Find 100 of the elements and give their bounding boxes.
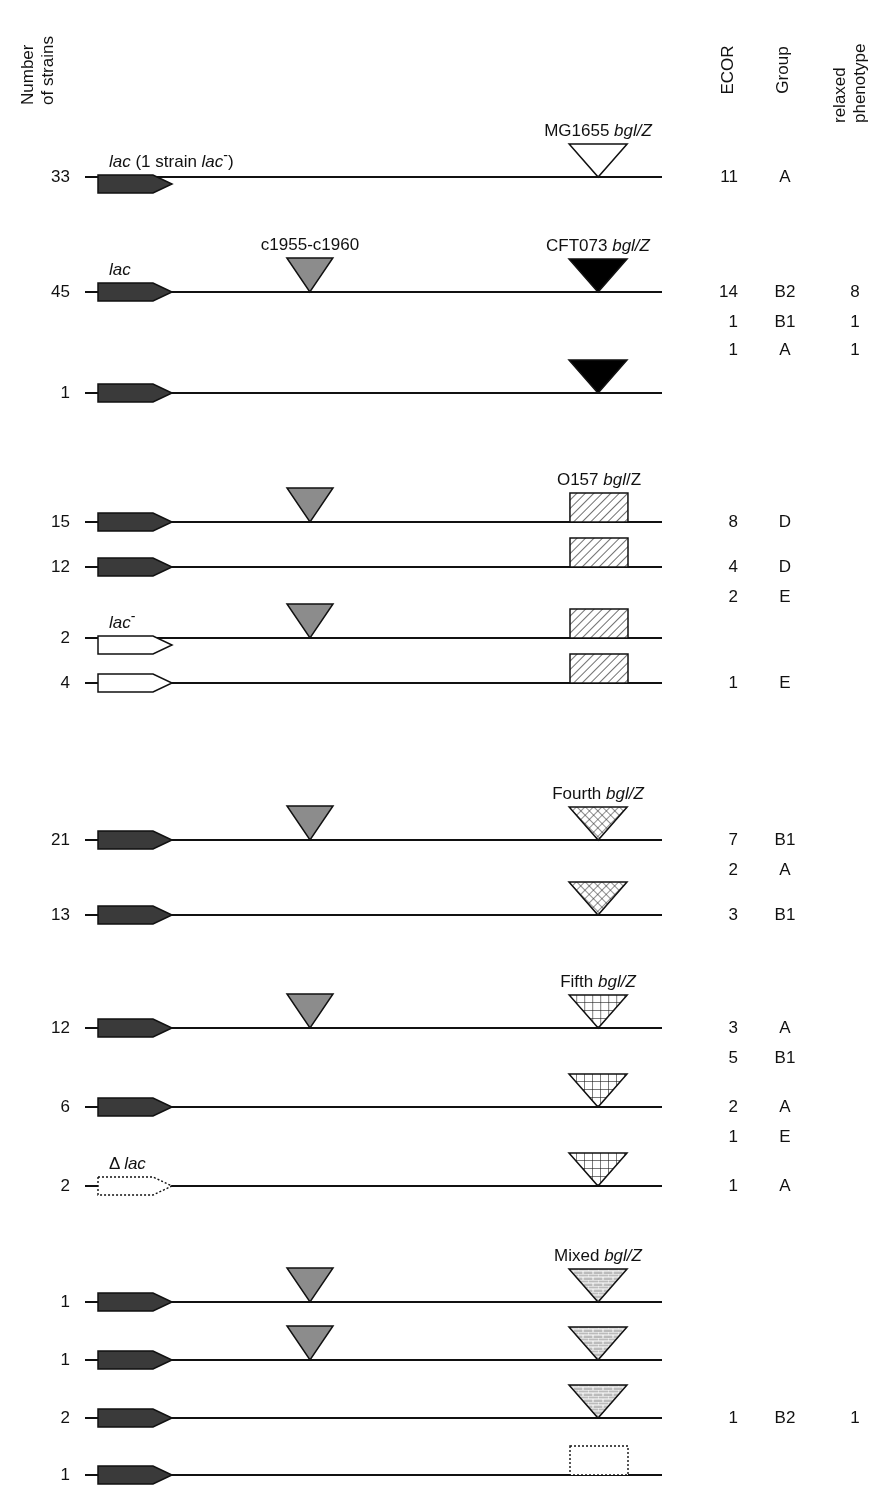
gene-symbol xyxy=(97,383,173,403)
gene-box xyxy=(569,537,629,568)
insertion-triangle xyxy=(552,784,644,841)
insertion-triangle xyxy=(544,121,652,178)
group-label: B1 xyxy=(774,1048,796,1068)
gene-box xyxy=(569,1445,629,1476)
ecor-count: 1 xyxy=(728,340,738,360)
ecor-count: 2 xyxy=(728,587,738,607)
strain-count: 6 xyxy=(60,1097,70,1117)
gene-box xyxy=(569,608,629,639)
gene-symbol xyxy=(97,905,173,925)
ecor-count: 14 xyxy=(719,282,738,302)
gene-symbol xyxy=(97,1018,173,1038)
strain-count: 1 xyxy=(60,1350,70,1370)
gene-symbol xyxy=(97,673,173,693)
group-label: E xyxy=(779,1127,791,1147)
group-label: A xyxy=(779,1097,791,1117)
gene-box xyxy=(569,653,629,684)
relaxed-count: 1 xyxy=(850,340,860,360)
relaxed-count: 8 xyxy=(850,282,860,302)
strain-count: 15 xyxy=(51,512,70,532)
group-label: B2 xyxy=(774,282,796,302)
strain-count: 4 xyxy=(60,673,70,693)
strain-count: 21 xyxy=(51,830,70,850)
gene-symbol xyxy=(97,512,173,532)
strain-count: 33 xyxy=(51,167,70,187)
gene-label: lac (1 strain lac$^{-}$) xyxy=(109,146,234,172)
strain-count: 13 xyxy=(51,905,70,925)
insertion-triangle xyxy=(568,1073,628,1108)
insertion-triangle xyxy=(568,1384,628,1419)
group-label: E xyxy=(779,673,791,693)
gene-symbol xyxy=(97,260,173,302)
gene-label: CFT073 bgl/Z xyxy=(546,236,650,256)
insertion-triangle xyxy=(568,1152,628,1187)
column-header: Group xyxy=(773,46,793,94)
group-label: E xyxy=(779,587,791,607)
group-label: B1 xyxy=(774,830,796,850)
gene-label: Δ lac xyxy=(109,1154,146,1174)
strain-count: 2 xyxy=(60,628,70,648)
insertion-triangle xyxy=(286,805,334,841)
gene-label: Mixed bgl/Z xyxy=(554,1246,642,1266)
insertion-triangle xyxy=(286,1325,334,1361)
group-label: A xyxy=(779,1018,791,1038)
column-header: Number of strains xyxy=(18,35,58,105)
insertion-triangle xyxy=(286,487,334,523)
strain-count: 12 xyxy=(51,1018,70,1038)
gene-symbol xyxy=(97,1292,173,1312)
ecor-count: 1 xyxy=(728,1127,738,1147)
group-label: A xyxy=(779,1176,791,1196)
group-label: B2 xyxy=(774,1408,796,1428)
ecor-count: 4 xyxy=(728,557,738,577)
insertion-triangle xyxy=(560,972,636,1029)
group-label: B1 xyxy=(774,905,796,925)
ecor-count: 3 xyxy=(728,905,738,925)
insertion-triangle xyxy=(568,1326,628,1361)
insertion-triangle xyxy=(260,235,360,293)
insertion-triangle xyxy=(286,603,334,639)
ecor-count: 11 xyxy=(720,167,738,187)
insertion-triangle xyxy=(286,1267,334,1303)
strain-count: 1 xyxy=(60,1465,70,1485)
gene-symbol xyxy=(97,1350,173,1370)
gene-symbol xyxy=(97,1154,173,1196)
ecor-count: 1 xyxy=(728,312,738,332)
strain-count: 45 xyxy=(51,282,70,302)
gene-symbol xyxy=(97,1465,173,1485)
group-label: A xyxy=(779,860,791,880)
gene-symbol xyxy=(97,557,173,577)
strain-count: 1 xyxy=(60,383,70,403)
gene-label: lac$^{-}$ xyxy=(109,607,136,633)
gene-box xyxy=(556,470,642,523)
strain-count: 12 xyxy=(51,557,70,577)
column-header: relaxed phenotype xyxy=(830,42,870,123)
insertion-triangle xyxy=(568,881,628,916)
group-label: B1 xyxy=(774,312,796,332)
gene-symbol xyxy=(97,1408,173,1428)
ecor-count: 5 xyxy=(728,1048,738,1068)
gene-label: Fourth bgl/Z xyxy=(552,784,644,804)
column-header: ECOR xyxy=(718,45,738,95)
ecor-count: 1 xyxy=(728,673,738,693)
gene-label: Fifth bgl/Z xyxy=(560,972,636,992)
insertion-triangle xyxy=(546,236,650,293)
strain-count: 1 xyxy=(60,1292,70,1312)
relaxed-count: 1 xyxy=(850,312,860,332)
group-label: D xyxy=(778,557,792,577)
ecor-count: 1 xyxy=(728,1176,738,1196)
insertion-triangle xyxy=(286,993,334,1029)
ecor-count: 3 xyxy=(728,1018,738,1038)
strain-count: 2 xyxy=(60,1176,70,1196)
ecor-count: 8 xyxy=(728,512,738,532)
group-label: A xyxy=(779,340,791,360)
gene-symbol xyxy=(97,1097,173,1117)
gene-label: lac xyxy=(109,260,131,280)
group-label: D xyxy=(778,512,792,532)
strain-count: 2 xyxy=(60,1408,70,1428)
insertion-triangle xyxy=(568,359,628,394)
ecor-count: 2 xyxy=(728,860,738,880)
ecor-count: 7 xyxy=(728,830,738,850)
group-label: A xyxy=(779,167,791,187)
relaxed-count: 1 xyxy=(850,1408,860,1428)
gene-label: c1955-c1960 xyxy=(260,235,360,255)
